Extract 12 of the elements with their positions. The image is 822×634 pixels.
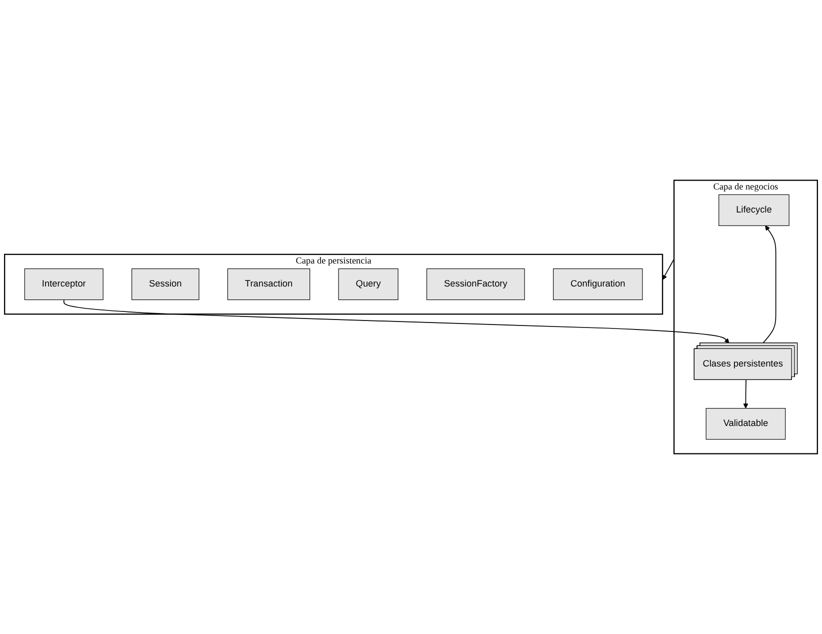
node-box: Session <box>132 268 200 300</box>
node-box: Validatable <box>706 408 786 440</box>
node-box: SessionFactory <box>426 268 525 300</box>
arrow <box>63 299 730 344</box>
node-box: Interceptor <box>24 268 104 300</box>
node-box: Lifecycle <box>718 194 790 226</box>
arrow <box>743 379 748 409</box>
node-box: Configuration <box>553 268 643 300</box>
node-box: Query <box>338 268 398 300</box>
node-box: Transaction <box>227 268 310 300</box>
arrow <box>662 258 674 280</box>
arrow <box>762 225 776 344</box>
